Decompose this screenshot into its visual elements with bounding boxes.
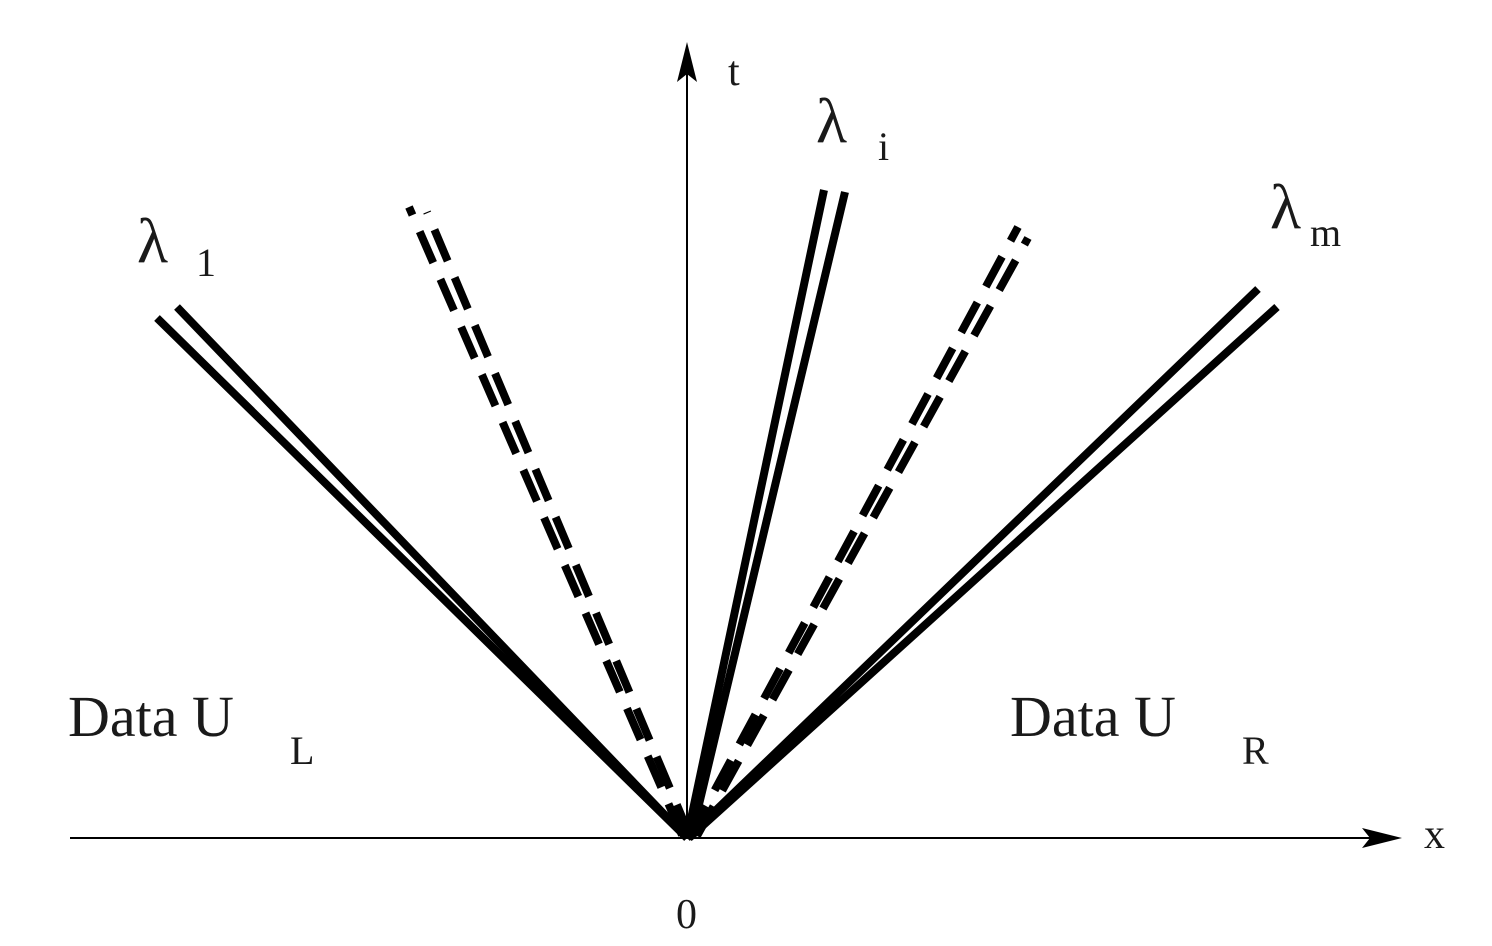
wave-lambda-m (684, 286, 1280, 841)
origin-label: 0 (676, 892, 697, 938)
lambda-i-symbol: λ (816, 85, 847, 156)
right-data-text: Data U (1010, 684, 1176, 749)
label-lambda-m: λ m (1270, 171, 1341, 255)
lambda-i-subscript: i (878, 124, 889, 169)
wave-dashed-left (405, 205, 694, 838)
x-axis-label: x (1424, 812, 1445, 858)
right-data-label: Data U R (1010, 684, 1269, 773)
right-data-subscript: R (1242, 728, 1269, 773)
lambda-m-subscript: m (1310, 210, 1341, 255)
left-data-text: Data U (68, 684, 234, 749)
t-axis-label: t (728, 49, 740, 95)
t-axis (677, 42, 697, 838)
wave-lambda-1 (154, 304, 690, 841)
left-data-subscript: L (290, 728, 314, 773)
lambda-1-subscript: 1 (196, 240, 216, 285)
lambda-m-symbol: λ (1270, 171, 1301, 242)
label-lambda-1: λ 1 (137, 205, 216, 285)
x-axis-arrowhead (1362, 828, 1402, 848)
wave-lambda-i (683, 189, 849, 839)
wave-dashed-right (686, 225, 1032, 838)
x-axis (70, 828, 1402, 848)
label-lambda-i: λ i (816, 85, 889, 169)
left-data-label: Data U L (68, 684, 314, 773)
t-axis-arrowhead (677, 42, 697, 82)
lambda-1-symbol: λ (137, 205, 168, 276)
